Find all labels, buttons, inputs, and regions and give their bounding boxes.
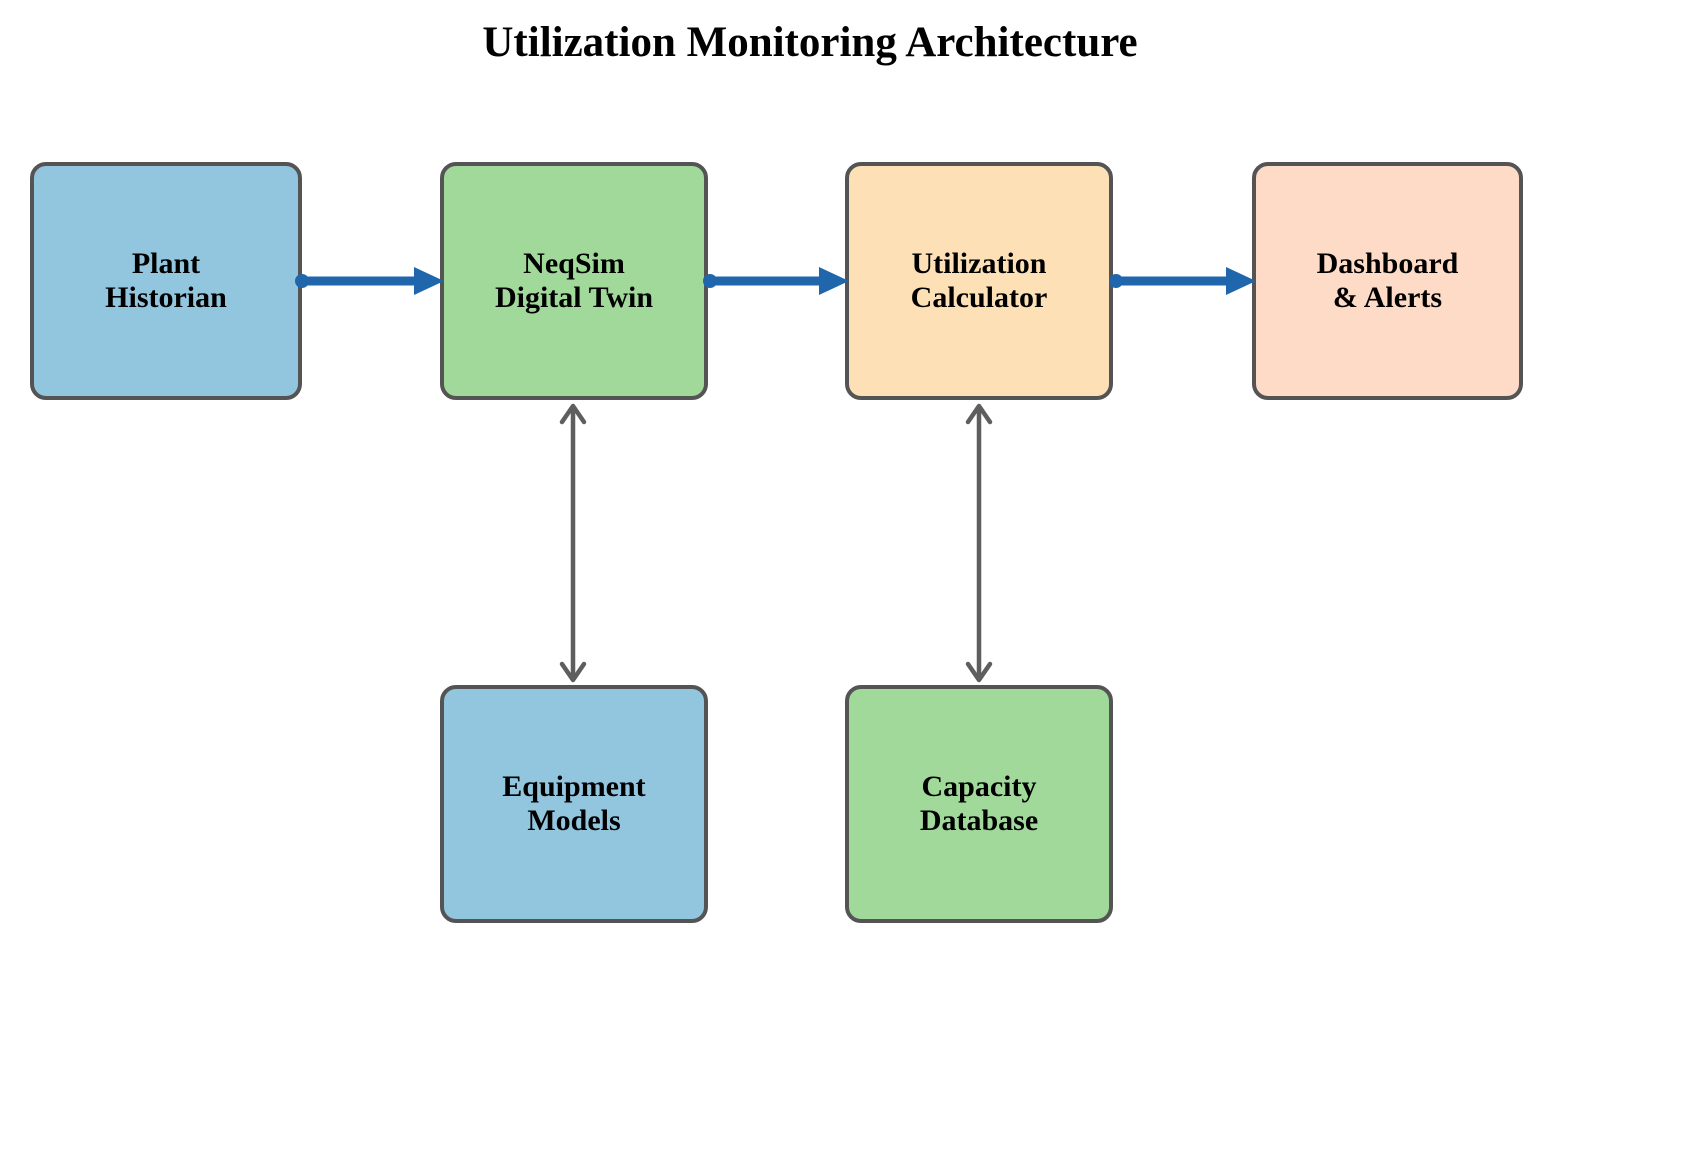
node-dashboard-alerts: Dashboard & Alerts <box>1252 162 1523 400</box>
flow-arrow-historian-to-twin <box>295 267 444 295</box>
bidirectional-arrow-twin-equipment-models <box>559 403 587 683</box>
bidirectional-arrow-calculator-capacity-database <box>965 403 993 683</box>
node-neqsim-digital-twin: NeqSim Digital Twin <box>440 162 708 400</box>
node-equipment-models: Equipment Models <box>440 685 708 923</box>
node-dashboard-alerts-label: Dashboard & Alerts <box>1316 247 1459 314</box>
flow-arrow-twin-to-calculator <box>703 267 849 295</box>
node-utilization-calculator: Utilization Calculator <box>845 162 1113 400</box>
flow-arrow-calculator-to-dashboard <box>1109 267 1256 295</box>
node-capacity-database: Capacity Database <box>845 685 1113 923</box>
node-capacity-database-label: Capacity Database <box>919 770 1039 837</box>
node-equipment-models-label: Equipment Models <box>502 770 646 837</box>
diagram-title-text: Utilization Monitoring Architecture <box>482 19 1138 66</box>
page-title: Utilization Monitoring Architecture <box>0 18 1620 67</box>
node-neqsim-digital-twin-label: NeqSim Digital Twin <box>494 247 654 314</box>
node-utilization-calculator-label: Utilization Calculator <box>910 247 1048 314</box>
node-plant-historian: Plant Historian <box>30 162 302 400</box>
node-plant-historian-label: Plant Historian <box>105 247 227 314</box>
